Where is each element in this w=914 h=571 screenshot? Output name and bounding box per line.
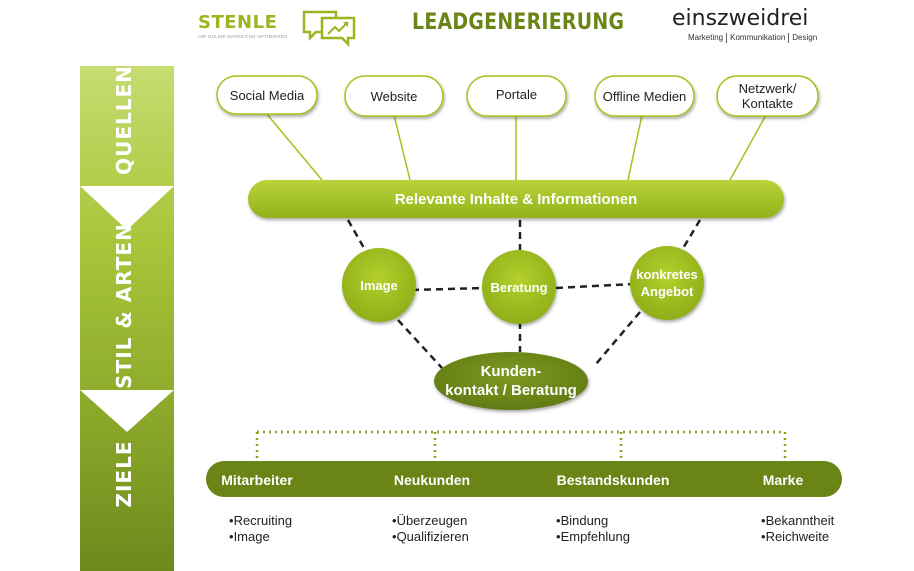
style-circle-angebot xyxy=(630,246,704,320)
contact-ellipse xyxy=(434,352,588,410)
source-bubble-netzwerk xyxy=(716,75,819,117)
goal-neukunden: Neukunden xyxy=(393,472,471,488)
goal-list-mitarbeiter: Recruiting Image xyxy=(229,513,293,545)
einszweidrei-tagline: Marketing Kommunikation Design xyxy=(688,33,817,43)
style-circle-image xyxy=(342,248,416,322)
source-bubble-portale xyxy=(466,75,567,117)
source-connectors xyxy=(265,112,767,181)
tagline-marketing: Marketing xyxy=(688,33,724,43)
goals-bracket xyxy=(255,430,787,461)
source-website: Website xyxy=(370,88,418,104)
source-offline-medien: Offline Medien xyxy=(602,88,687,104)
style-circle-beratung xyxy=(482,250,556,324)
sidebar-label-stil-arten: STIL & ARTEN xyxy=(112,223,136,389)
goal-list-marke: Bekanntheit Reichweite xyxy=(761,513,835,545)
goal-list-neukunden: Überzeugen Qualifizieren xyxy=(392,513,469,545)
source-social-media: Social Media xyxy=(229,87,305,103)
goal-mitarbeiter: Mitarbeiter xyxy=(221,472,293,488)
content-bar-shape xyxy=(248,180,784,218)
einszweidrei-logo: einszweidrei xyxy=(672,6,809,31)
list-item: Bindung xyxy=(556,513,630,529)
style-beratung-label: Beratung xyxy=(490,279,548,295)
stenle-logo: STENLE xyxy=(198,12,278,33)
stenle-chat-icon xyxy=(302,10,356,48)
style-angebot-label: konkretes Angebot xyxy=(636,267,698,299)
list-item: Recruiting xyxy=(229,513,293,529)
content-bar-label: Relevante Inhalte & Informationen xyxy=(394,190,638,208)
tagline-design: Design xyxy=(792,33,818,43)
list-item: Image xyxy=(229,529,292,545)
source-portale: Portale xyxy=(495,86,538,102)
goal-list-bestandskunden: Bindung Empfehlung xyxy=(556,513,630,545)
source-bubble-offline-medien xyxy=(594,75,695,117)
goals-bar-shape xyxy=(206,461,842,497)
style-connectors xyxy=(346,219,702,369)
tagline-kommunikation: Kommunikation xyxy=(730,33,786,43)
sidebar-chevron-2 xyxy=(80,390,174,432)
sidebar-label-quellen: QUELLEN xyxy=(112,65,136,175)
sidebar-chevron-1 xyxy=(80,186,174,230)
goal-marke: Marke xyxy=(762,472,804,488)
list-item: Empfehlung xyxy=(556,529,630,545)
source-bubble-website xyxy=(344,75,444,117)
sidebar-band xyxy=(80,66,174,571)
page-title: LEADGENERIERUNG xyxy=(412,10,625,35)
source-bubble-social-media xyxy=(216,75,318,115)
stenle-tagline: IHR ONLINE MARKETING-OPTIMIERER xyxy=(198,34,288,39)
list-item: Reichweite xyxy=(761,529,834,545)
list-item: Bekanntheit xyxy=(761,513,835,529)
source-netzwerk-kontakte: Netzwerk/ Kontakte xyxy=(738,81,797,111)
contact-label: Kunden- kontakt / Beratung xyxy=(445,363,577,399)
list-item: Überzeugen xyxy=(392,513,469,529)
style-image-label: Image xyxy=(360,277,398,293)
list-item: Qualifizieren xyxy=(392,529,469,545)
sidebar-label-ziele: ZIELE xyxy=(112,440,136,508)
goal-bestandskunden: Bestandskunden xyxy=(556,472,670,488)
source-bubbles xyxy=(216,75,819,117)
